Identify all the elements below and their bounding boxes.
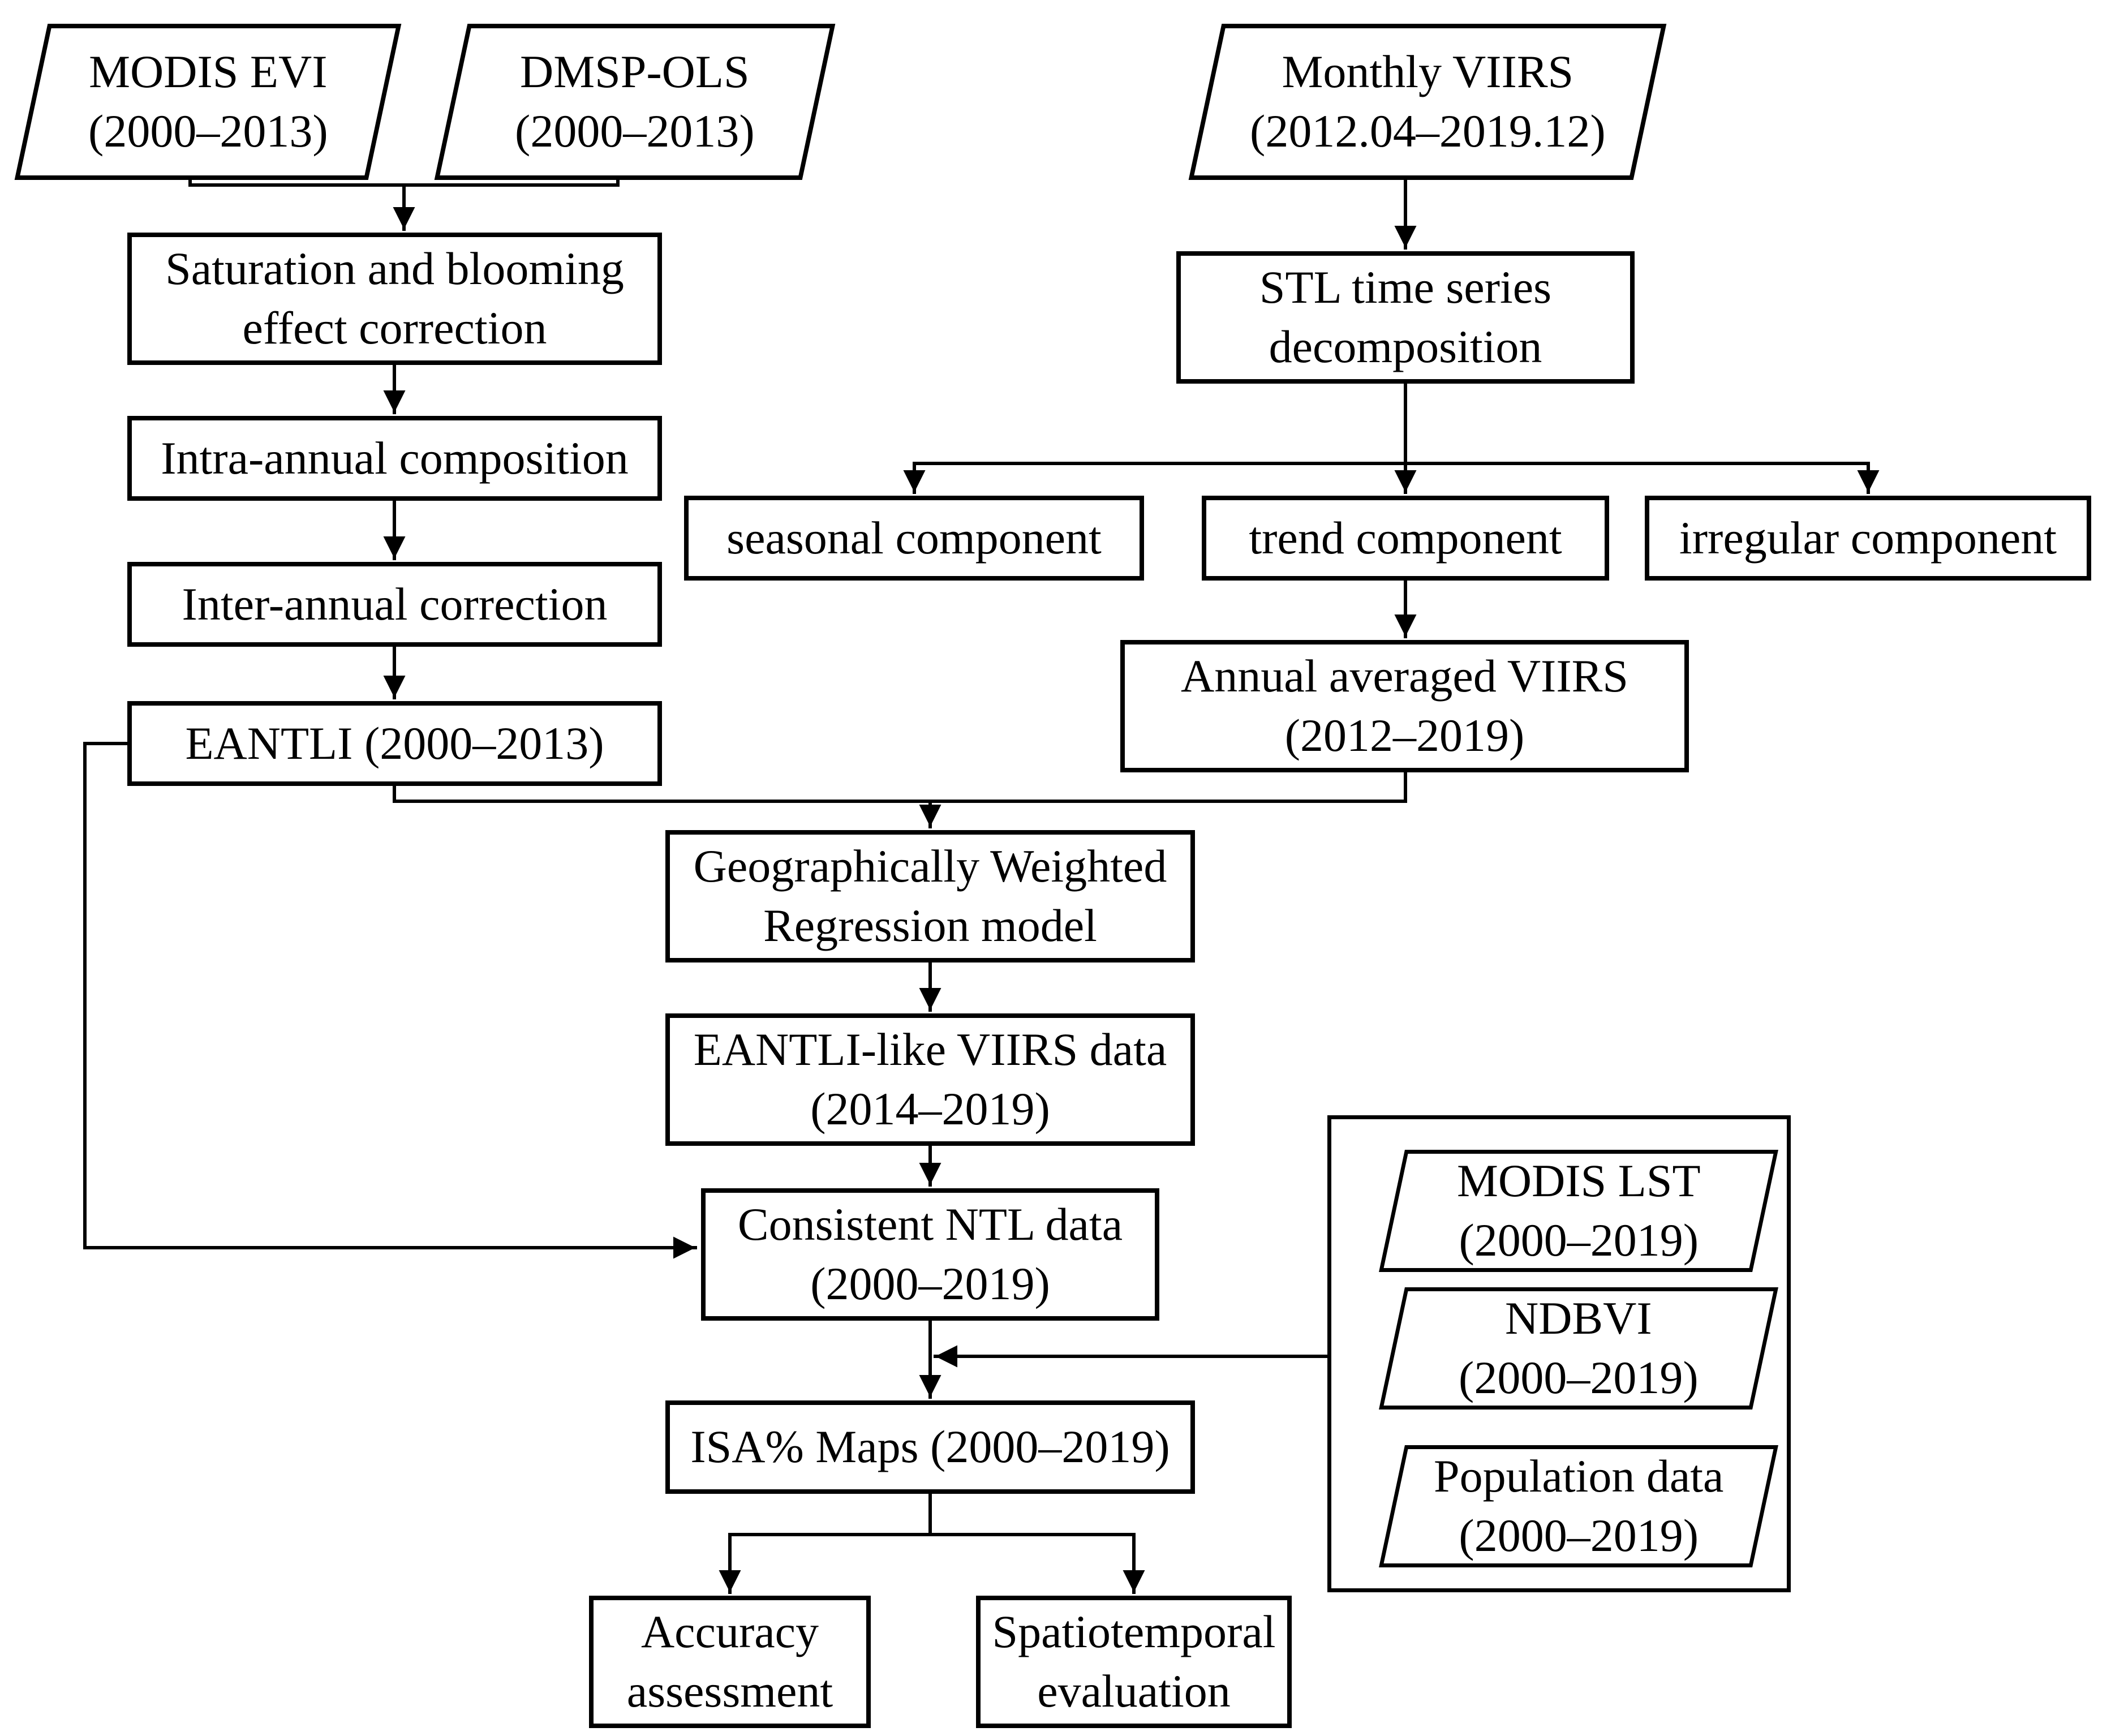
node-eantli-label: EANTLI (2000–2013) (185, 717, 604, 769)
node-saturation-correction-label: Saturation and blooming effect correctio… (165, 243, 624, 354)
node-annual-averaged-viirs-label: Annual averaged VIIRS (2012–2019) (1181, 650, 1628, 761)
edge-isa-split (728, 1492, 1136, 1536)
node-inter-annual-correction-label: Inter-annual correction (182, 578, 608, 630)
node-ndbvi: NDBVI (2000–2019) (1379, 1287, 1778, 1410)
node-consistent-ntl-label: Consistent NTL data (2000–2019) (737, 1198, 1123, 1309)
node-irregular-component-label: irregular component (1679, 512, 2057, 564)
node-trend-component-label: trend component (1249, 512, 1562, 564)
node-annual-averaged-viirs: Annual averaged VIIRS (2012–2019) (1120, 640, 1689, 772)
node-population-data-label: Population data (2000–2019) (1433, 1450, 1724, 1561)
node-inter-annual-correction: Inter-annual correction (127, 562, 662, 647)
node-eantli-like-viirs: EANTLI-like VIIRS data (2014–2019) (665, 1013, 1195, 1146)
edge-eantli-to-consistent (83, 742, 697, 1259)
node-modis-evi-label: MODIS EVI (2000–2013) (88, 46, 328, 157)
node-intra-annual-composition-label: Intra-annual composition (161, 432, 629, 484)
node-monthly-viirs-label: Monthly VIIRS (2012.04–2019.12) (1249, 46, 1606, 157)
node-eantli: EANTLI (2000–2013) (127, 701, 662, 786)
node-trend-component: trend component (1202, 496, 1609, 581)
edge-merge-line (393, 771, 1407, 803)
node-monthly-viirs: Monthly VIIRS (2012.04–2019.12) (1188, 24, 1667, 180)
node-ndbvi-label: NDBVI (2000–2019) (1459, 1292, 1699, 1403)
node-eantli-like-viirs-label: EANTLI-like VIIRS data (2014–2019) (693, 1024, 1167, 1135)
node-population-data: Population data (2000–2019) (1379, 1445, 1778, 1567)
auxiliary-data-group: MODIS LST (2000–2019) NDBVI (2000–2019) … (1327, 1115, 1791, 1592)
node-spatiotemporal-evaluation-label: Spatiotemporal evaluation (992, 1606, 1276, 1717)
node-spatiotemporal-evaluation: Spatiotemporal evaluation (976, 1596, 1292, 1728)
node-gwr-model-label: Geographically Weighted Regression model (693, 840, 1167, 951)
node-isa-maps: ISA% Maps (2000–2019) (665, 1400, 1195, 1494)
node-modis-evi: MODIS EVI (2000–2013) (14, 24, 402, 180)
node-stl-decomposition-label: STL time series decomposition (1259, 261, 1552, 372)
node-seasonal-component-label: seasonal component (726, 512, 1102, 564)
node-consistent-ntl: Consistent NTL data (2000–2019) (701, 1188, 1159, 1321)
node-dmsp-ols-label: DMSP-OLS (2000–2013) (515, 46, 755, 157)
node-modis-lst-label: MODIS LST (2000–2019) (1456, 1155, 1701, 1266)
node-accuracy-assessment-label: Accuracy assessment (626, 1606, 833, 1717)
node-dmsp-ols: DMSP-OLS (2000–2013) (434, 24, 836, 180)
node-saturation-correction: Saturation and blooming effect correctio… (127, 233, 662, 365)
node-isa-maps-label: ISA% Maps (2000–2019) (690, 1421, 1170, 1473)
node-gwr-model: Geographically Weighted Regression model (665, 830, 1195, 962)
node-stl-decomposition: STL time series decomposition (1176, 251, 1635, 384)
node-seasonal-component: seasonal component (684, 496, 1144, 581)
node-intra-annual-composition: Intra-annual composition (127, 416, 662, 501)
edge-stl-distribution (913, 382, 1870, 465)
node-accuracy-assessment: Accuracy assessment (589, 1596, 871, 1728)
node-irregular-component: irregular component (1645, 496, 2091, 581)
node-modis-lst: MODIS LST (2000–2019) (1379, 1150, 1778, 1272)
